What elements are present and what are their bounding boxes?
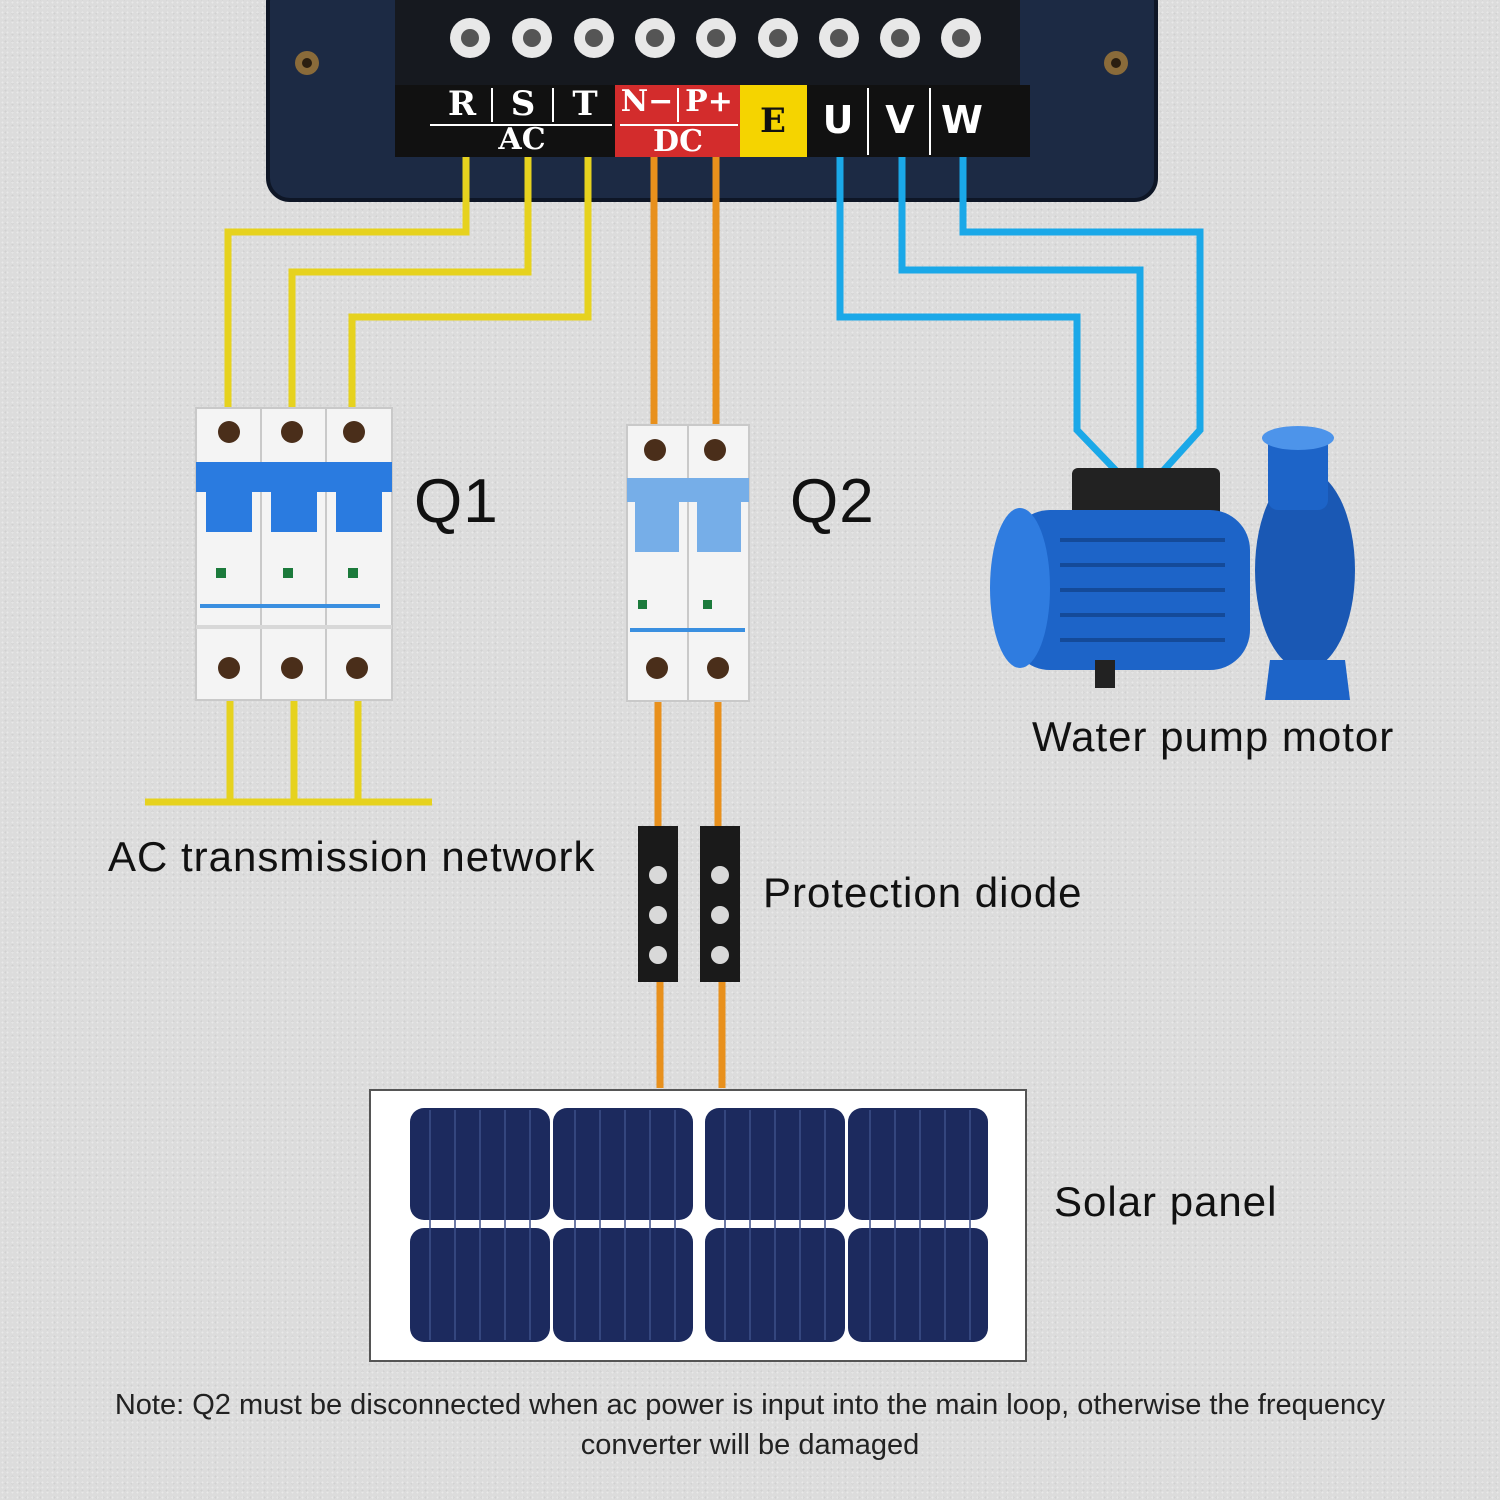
ac-network-label: AC transmission network xyxy=(108,833,596,880)
terminal-T: T xyxy=(572,84,598,124)
protection-diode-label: Protection diode xyxy=(763,869,1083,916)
terminal-E: E xyxy=(760,101,786,141)
motor-wires xyxy=(836,157,1204,483)
pump-label: Water pump motor xyxy=(1032,713,1395,760)
terminal-group-dc: DC xyxy=(653,124,703,159)
solar-cells xyxy=(410,1108,988,1342)
terminal-S: S xyxy=(510,84,536,124)
terminal-V: V xyxy=(885,98,915,142)
breaker-q1 xyxy=(195,407,393,701)
earth-terminal-strip xyxy=(740,85,807,157)
terminal-group-ac: AC xyxy=(498,122,546,157)
ac-wires xyxy=(145,157,592,806)
terminal-W: W xyxy=(941,98,983,142)
solar-panel xyxy=(369,1089,1027,1362)
terminal-P: P+ xyxy=(685,84,733,119)
solar-panel-label: Solar panel xyxy=(1054,1178,1278,1225)
terminal-U: U xyxy=(822,98,854,142)
warning-note: Note: Q2 must be disconnected when ac po… xyxy=(20,1385,1480,1465)
warning-note-line-1: Note: Q2 must be disconnected when ac po… xyxy=(114,1389,1386,1421)
protection-diode-blocks xyxy=(638,826,740,982)
terminal-R: R xyxy=(447,84,477,124)
terminal-N: N− xyxy=(620,84,674,119)
breaker-q1-label: Q1 xyxy=(414,467,499,536)
terminal-screws xyxy=(450,18,981,58)
breaker-q2 xyxy=(626,424,750,702)
water-pump-motor xyxy=(990,426,1355,700)
breaker-q2-label: Q2 xyxy=(790,467,875,536)
inverter-body xyxy=(266,0,1158,202)
warning-note-line-2: converter will be damaged xyxy=(580,1429,920,1461)
